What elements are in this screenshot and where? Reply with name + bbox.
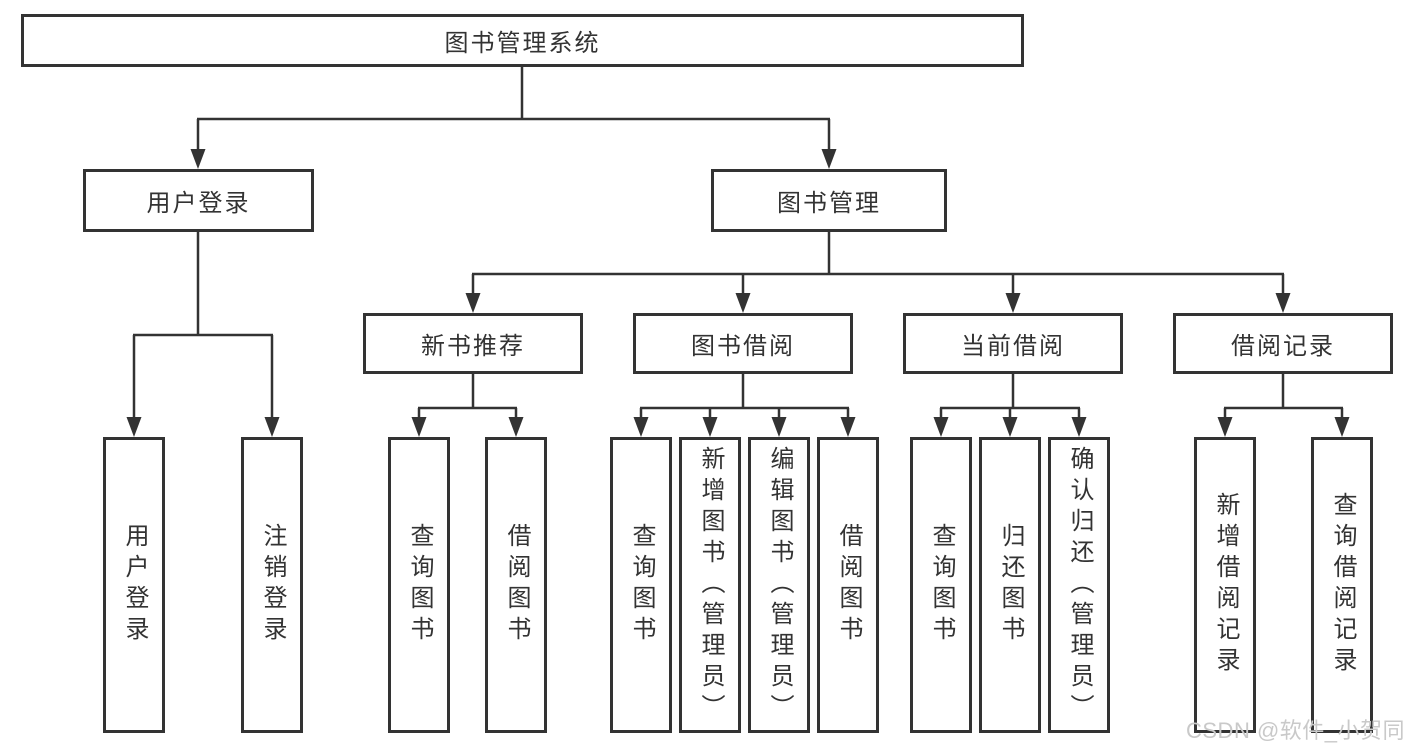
node-book-borrowing: 图书借阅 <box>633 313 853 374</box>
node-book-management: 图书管理 <box>711 169 947 232</box>
leaf-borrow-books-1: 借阅图书 <box>485 437 547 733</box>
leaf-add-books-admin: 新增图书（管理员） <box>679 437 741 733</box>
node-user-login: 用户登录 <box>83 169 314 232</box>
node-current-borrowing: 当前借阅 <box>903 313 1123 374</box>
leaf-query-books-2: 查询图书 <box>610 437 672 733</box>
node-book-management-system: 图书管理系统 <box>21 14 1024 67</box>
node-new-book-recommendation: 新书推荐 <box>363 313 583 374</box>
leaf-add-borrow-record: 新增借阅记录 <box>1194 437 1256 733</box>
leaf-confirm-return-admin: 确认归还（管理员） <box>1048 437 1110 733</box>
node-borrowing-records: 借阅记录 <box>1173 313 1393 374</box>
leaf-query-books-3: 查询图书 <box>910 437 972 733</box>
leaf-edit-books-admin: 编辑图书（管理员） <box>748 437 810 733</box>
leaf-logout: 注销登录 <box>241 437 303 733</box>
leaf-user-login: 用户登录 <box>103 437 165 733</box>
leaf-query-books-1: 查询图书 <box>388 437 450 733</box>
leaf-borrow-books-2: 借阅图书 <box>817 437 879 733</box>
csdn-watermark: CSDN @软件_小贺同学 <box>1186 718 1405 743</box>
leaf-return-books: 归还图书 <box>979 437 1041 733</box>
leaf-query-borrow-record: 查询借阅记录 <box>1311 437 1373 733</box>
